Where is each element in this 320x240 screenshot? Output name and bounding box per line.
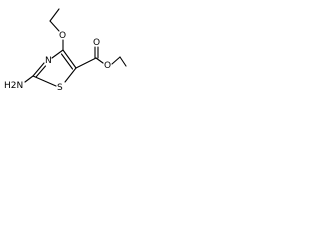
atom-carbonyl-o-label: O — [93, 38, 100, 48]
atom-ester-o-label: O — [104, 61, 111, 71]
bond-layer — [24, 8, 127, 87]
bond-c2-nh2 — [24, 75, 34, 83]
bond-c5-s1 — [64, 67, 77, 83]
bond-ccarbonyl-oester — [95, 57, 104, 64]
bond-ch2-ch3 — [49, 8, 60, 22]
atom-s1-label: S — [57, 83, 63, 93]
bond-s1-c2 — [32, 75, 57, 87]
bond-o-ch2 — [49, 20, 60, 32]
atom-n3-label: N — [45, 56, 52, 66]
bond-c4-c5 — [62, 49, 77, 69]
bond-oester-ch2 — [111, 56, 121, 65]
atom-amino-label: H2N — [4, 81, 23, 91]
bond-c4-c5-double — [60, 53, 74, 70]
bond-ch2-ch3-ester — [119, 56, 127, 67]
bond-c5-ccarbonyl — [75, 57, 97, 69]
atom-ether-o-label: O — [59, 31, 66, 41]
bond-n3-c4 — [51, 49, 64, 59]
bond-c2-n3 — [32, 62, 45, 77]
molecule-structure-diagram: N S O O O H2N — [4, 8, 127, 93]
atom-label-layer: N S O O O H2N — [4, 31, 111, 93]
bond-c2-n3-double — [35, 65, 47, 78]
